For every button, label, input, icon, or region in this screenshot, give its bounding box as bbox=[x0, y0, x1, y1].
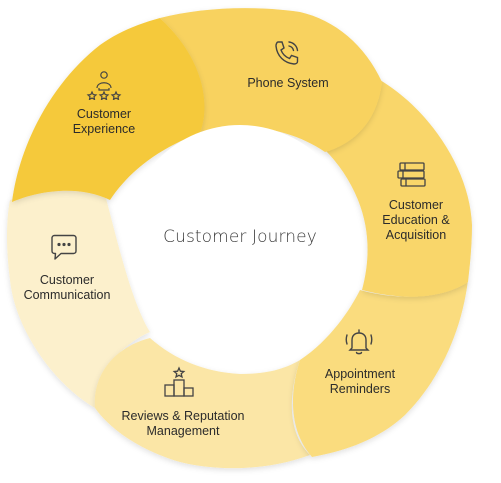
label-line: Appointment bbox=[324, 367, 396, 381]
phone-icon bbox=[275, 41, 299, 65]
label-line: Experience bbox=[72, 122, 136, 136]
label-line: Management bbox=[146, 424, 220, 438]
label-appointment-reminders: Appointment Reminders bbox=[310, 367, 410, 397]
ranking-icon bbox=[164, 366, 194, 397]
label-line: Customer bbox=[388, 198, 444, 212]
segment-customer-communication bbox=[7, 187, 150, 408]
label-line: Phone System bbox=[247, 76, 329, 90]
label-customer-experience: Customer Experience bbox=[54, 107, 154, 137]
label-customer-communication: Customer Communication bbox=[12, 273, 122, 303]
label-phone-system: Phone System bbox=[230, 76, 346, 91]
segment-phone-system bbox=[160, 8, 382, 153]
bell-icon bbox=[345, 329, 373, 355]
label-customer-education: Customer Education & Acquisition bbox=[366, 198, 466, 243]
center-title: Customer Journey bbox=[163, 227, 317, 247]
books-icon bbox=[397, 162, 426, 187]
label-line: Acquisition bbox=[385, 228, 447, 242]
segment-customer-experience bbox=[12, 18, 205, 202]
label-line: Communication bbox=[23, 288, 111, 302]
center-disc bbox=[125, 125, 355, 355]
rating-person-icon bbox=[86, 71, 122, 100]
label-line: Customer bbox=[76, 107, 132, 121]
label-line: Reviews & Reputation bbox=[121, 409, 245, 423]
segment-customer-education bbox=[325, 80, 472, 297]
label-line: Customer bbox=[39, 273, 95, 287]
segment-reviews-reputation bbox=[94, 338, 311, 469]
segment-appointment-reminders bbox=[292, 280, 468, 457]
chat-icon bbox=[51, 234, 77, 260]
label-line: Education & bbox=[382, 213, 450, 227]
label-line: Reminders bbox=[329, 382, 391, 396]
label-reviews-reputation: Reviews & Reputation Management bbox=[110, 409, 256, 439]
